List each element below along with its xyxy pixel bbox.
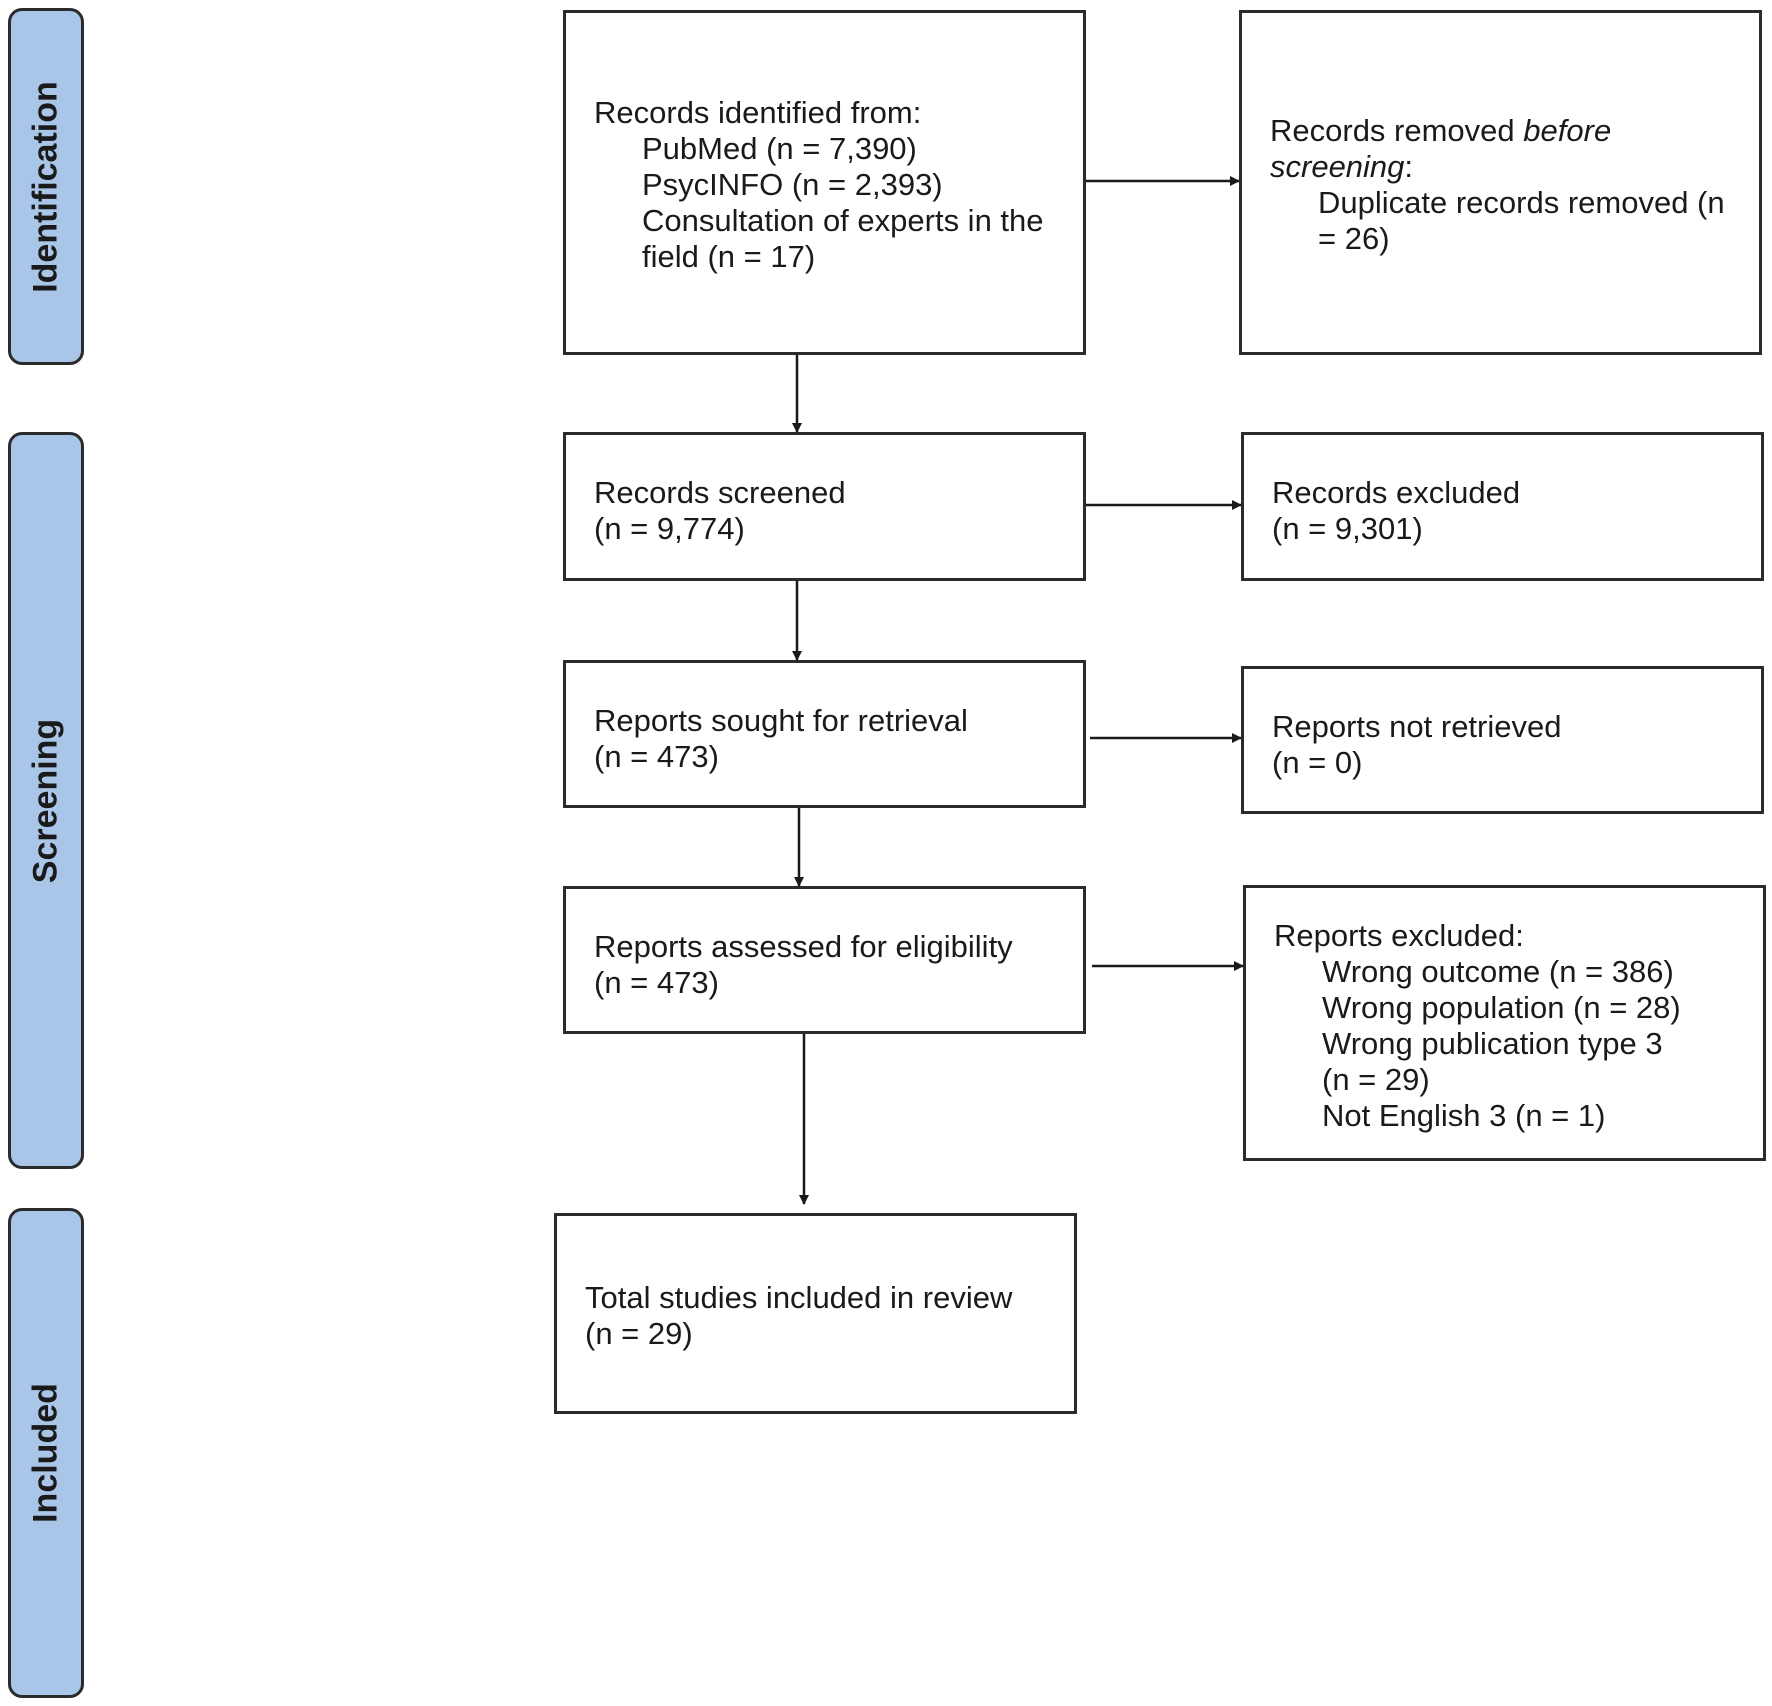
studies-included-box: Total studies included in review (n = 29…: [554, 1213, 1077, 1414]
studies-included-title: Total studies included in review: [585, 1280, 1013, 1315]
records-removed-heading-line2: screening:: [1270, 149, 1725, 185]
reports-assessed-title: Reports assessed for eligibility: [594, 929, 1013, 964]
reports-excluded-box: Reports excluded: Wrong outcome (n = 386…: [1243, 885, 1766, 1161]
reports-not-retrieved-title: Reports not retrieved: [1272, 709, 1562, 744]
source-experts-line2: field (n = 17): [642, 239, 816, 274]
reports-excluded-heading: Reports excluded:: [1274, 918, 1524, 953]
exclusion-wrong-outcome: Wrong outcome (n = 386): [1322, 954, 1674, 989]
records-removed-before: before: [1523, 113, 1612, 148]
exclusion-wrong-publication-type-line1: Wrong publication type 3: [1322, 1026, 1663, 1061]
reports-not-retrieved-count: (n = 0): [1272, 745, 1363, 780]
records-excluded-count: (n = 9,301): [1272, 511, 1423, 546]
duplicates-line2: = 26): [1318, 221, 1390, 256]
source-pubmed: PubMed (n = 7,390): [642, 131, 917, 166]
reports-sought-box: Reports sought for retrieval (n = 473): [563, 660, 1086, 808]
records-excluded-title: Records excluded: [1272, 475, 1521, 510]
records-screened-title: Records screened: [594, 475, 846, 510]
records-removed-screening: screening: [1270, 149, 1405, 184]
records-identified-box: Records identified from: PubMed (n = 7,3…: [563, 10, 1086, 355]
records-screened-box: Records screened (n = 9,774): [563, 432, 1086, 581]
source-experts-line1: Consultation of experts in the: [642, 203, 1044, 238]
exclusion-wrong-population: Wrong population (n = 28): [1322, 990, 1681, 1025]
reports-sought-count: (n = 473): [594, 739, 719, 774]
reports-assessed-box: Reports assessed for eligibility (n = 47…: [563, 886, 1086, 1034]
records-screened-count: (n = 9,774): [594, 511, 745, 546]
records-identified-heading: Records identified from:: [594, 95, 922, 130]
records-removed-prefix: Records removed: [1270, 113, 1524, 148]
reports-assessed-count: (n = 473): [594, 965, 719, 1000]
exclusion-not-english: Not English 3 (n = 1): [1322, 1098, 1606, 1133]
source-psycinfo: PsycINFO (n = 2,393): [642, 167, 943, 202]
duplicates-line1: Duplicate records removed (n: [1318, 185, 1725, 220]
exclusion-wrong-publication-type-line2: (n = 29): [1322, 1062, 1430, 1097]
records-removed-colon: :: [1404, 149, 1414, 184]
records-excluded-box: Records excluded (n = 9,301): [1241, 432, 1764, 581]
phase-included: Included: [8, 1208, 84, 1698]
phase-identification: Identification: [8, 8, 84, 365]
records-removed-box: Records removed before screening: Duplic…: [1239, 10, 1762, 355]
reports-sought-title: Reports sought for retrieval: [594, 703, 968, 738]
records-removed-heading-line1: Records removed before: [1270, 113, 1725, 149]
reports-not-retrieved-box: Reports not retrieved (n = 0): [1241, 666, 1764, 814]
studies-included-count: (n = 29): [585, 1316, 693, 1351]
phase-screening: Screening: [8, 432, 84, 1169]
